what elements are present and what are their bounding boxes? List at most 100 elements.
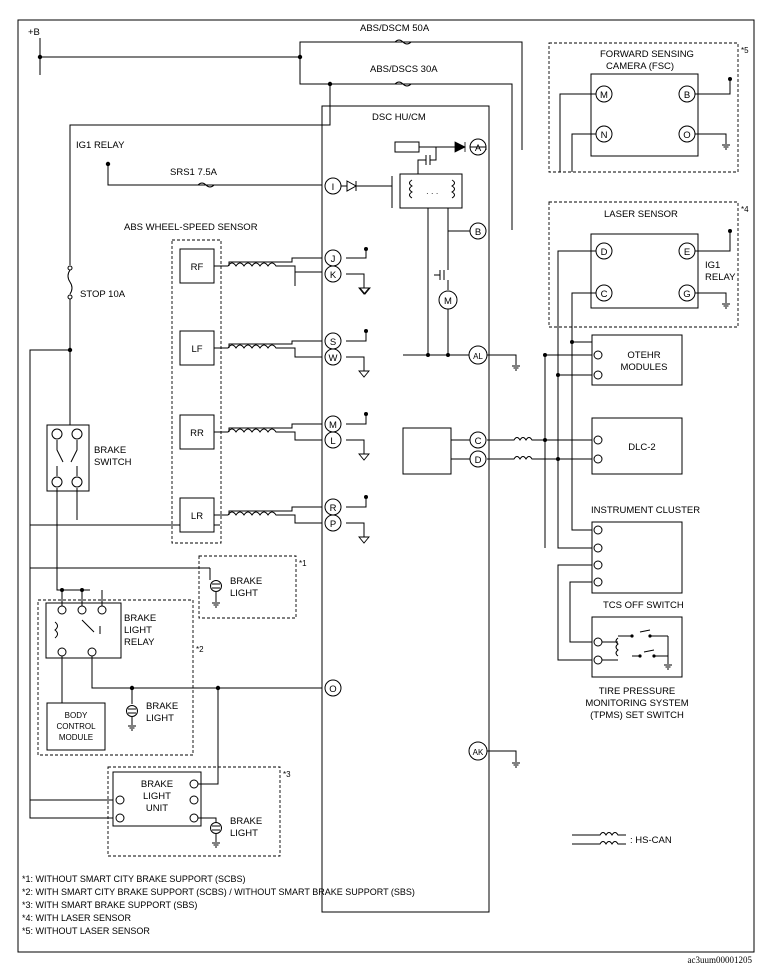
relay-terminal (87, 647, 97, 657)
option-4-mark: *4 (741, 205, 749, 214)
dlc-2-label: DLC-2 (628, 442, 655, 453)
relay-junction (60, 588, 64, 592)
fsc-title-1: FORWARD SENSING (600, 49, 694, 60)
sensor-rf-label: RF (191, 262, 204, 273)
brake-light-unit (112, 771, 202, 827)
tpms-label-1: TIRE PRESSURE (599, 686, 676, 697)
tcs-off-switch-internal (602, 629, 673, 670)
switch-terminal (593, 637, 603, 647)
other-modules-label-1: OTEHR (627, 350, 660, 361)
relay-input-wires (61, 590, 103, 606)
hs-can-legend-label: : HS-CAN (630, 835, 672, 846)
brake-light-filament (212, 583, 220, 589)
sensor-rf-wiring (214, 257, 371, 295)
abs-dscs-fuse-symbol (394, 81, 412, 87)
footnote-5: *5: WITHOUT LASER SENSOR (22, 926, 150, 936)
laser-pin-e-label: E (684, 247, 690, 258)
dsc-pin-c-label: C (475, 436, 482, 447)
dsc-pin-a-label: A (475, 143, 482, 154)
brake-light-bulb-2 (126, 705, 138, 717)
option-5-frame (548, 42, 739, 173)
fsc-wiring (559, 77, 732, 172)
srs1-wire (107, 164, 322, 186)
brake-switch-contacts (56, 440, 78, 476)
sensor-lf-wiring (214, 340, 322, 358)
cluster-terminal (593, 560, 603, 570)
footnote-1: *1: WITHOUT SMART CITY BRAKE SUPPORT (SC… (22, 874, 246, 884)
sensor-lr (179, 497, 215, 533)
option-3-frame (107, 766, 281, 857)
option-4-frame (548, 201, 739, 328)
sensor-rr (179, 414, 215, 450)
sensor-rf (179, 248, 215, 284)
cluster-terminal (593, 543, 603, 553)
laser-pin-d-label: D (601, 247, 608, 258)
other-modules-terminal (593, 350, 603, 360)
bcm-label-1: BODY (65, 711, 88, 720)
hs-can-bus (487, 293, 592, 470)
unit-terminal (189, 779, 199, 789)
brake-light-relay-label-2: LIGHT (124, 625, 152, 636)
footnote-3: *3: WITH SMART BRAKE SUPPORT (SBS) (22, 900, 197, 910)
option-3-mark: *3 (283, 770, 291, 779)
cluster-terminal (593, 525, 603, 535)
svg-text:· · ·: · · · (426, 189, 438, 198)
dlc-2-terminal (593, 454, 603, 464)
brake-light-relay-label-3: RELAY (124, 637, 155, 648)
brake-light-3-label-2: LIGHT (230, 828, 258, 839)
body-control-module (46, 702, 106, 751)
cluster-terminal (593, 577, 603, 587)
bcm-label-2: CONTROL (56, 722, 96, 731)
relay-junction (80, 588, 84, 592)
brake-light-unit-label-1: BRAKE (141, 779, 173, 790)
dsc-internal-circuit: · · · M (341, 141, 521, 768)
sensor-lf-label: LF (191, 344, 202, 355)
sensor-rr-wiring (214, 423, 322, 441)
brake-switch-terminal (71, 476, 83, 488)
dsc-pin-w (324, 348, 342, 366)
ig1-relay-right-label-1: IG1 (705, 260, 720, 271)
brake-light-2-label-2: LIGHT (146, 713, 174, 724)
brake-switch-terminal (51, 476, 63, 488)
instrument-cluster (591, 521, 683, 594)
dlc-2-terminal (593, 435, 603, 445)
plus-b-label: +B (28, 27, 40, 38)
document-id: ac3uum00001205 (688, 955, 753, 965)
dsc-pin-l (324, 431, 342, 449)
footnote-2: *2: WITH SMART CITY BRAKE SUPPORT (SCBS)… (22, 887, 415, 897)
stop-fuse-terminal (67, 294, 73, 300)
other-modules-terminal (593, 370, 603, 380)
other-modules-label-2: MODULES (621, 362, 668, 373)
brake-switch-label-2: SWITCH (94, 457, 132, 468)
fsc-pin-m-label: M (600, 90, 608, 101)
ig1-relay-label: IG1 RELAY (76, 140, 125, 151)
unit-terminal (115, 795, 125, 805)
sensor-lf (179, 330, 215, 366)
relay-to-dsc-o (91, 656, 322, 689)
bcm-label-3: MODULE (59, 733, 93, 742)
option-2-frame (37, 599, 194, 756)
brake-light-unit-label-2: LIGHT (143, 791, 171, 802)
abs-dscm-wire (40, 41, 523, 150)
brake-switch-terminal (71, 428, 83, 440)
brake-light-2-label-1: BRAKE (146, 701, 178, 712)
dsc-pin-k-label: K (330, 270, 337, 281)
srs1-fuse-symbol (197, 182, 215, 188)
tcs-off-switch-label: TCS OFF SWITCH (603, 600, 684, 611)
fsc-pin-b-label: B (684, 90, 690, 101)
fsc-pin-n-label: N (601, 130, 608, 141)
tpms-label-3: (TPMS) SET SWITCH (590, 710, 684, 721)
brake-switch-out-left (56, 488, 90, 591)
cluster-to-tpms-wiring (544, 470, 592, 661)
dsc-pin-o (324, 679, 342, 697)
dsc-pin-ak-label: AK (473, 748, 484, 757)
ground-symbol (127, 725, 137, 731)
fsc-pin-o-label: O (683, 130, 690, 141)
unit-terminal (189, 795, 199, 805)
sensor-lr-label: LR (191, 511, 203, 522)
sensor-rr-label: RR (190, 428, 204, 439)
dsc-pin-d-label: D (475, 455, 482, 466)
dsc-title: DSC HU/CM (372, 112, 426, 123)
dsc-pin-r-label: R (330, 503, 337, 514)
